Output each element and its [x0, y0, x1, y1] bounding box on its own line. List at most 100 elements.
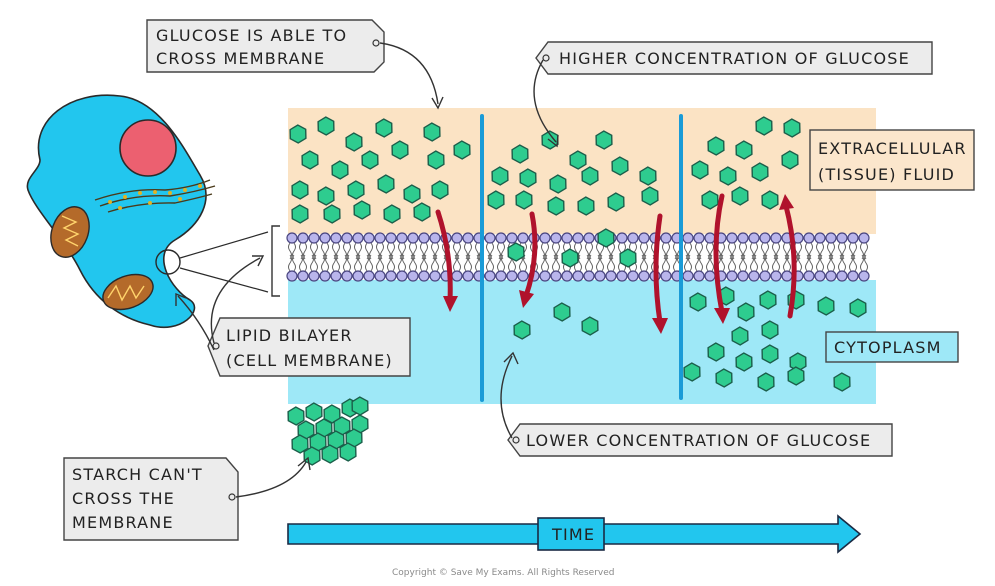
- glucose-molecule: [561, 248, 579, 268]
- phospholipid-head: [352, 232, 364, 244]
- phospholipid-head: [308, 270, 320, 282]
- phospholipid-head: [319, 232, 331, 244]
- glucose-molecule: [751, 162, 769, 182]
- phospholipid-head: [704, 232, 716, 244]
- phospholipid-head: [550, 270, 562, 282]
- glucose-molecule: [423, 122, 441, 142]
- glucose-molecule: [719, 166, 737, 186]
- glucose-molecule: [607, 192, 625, 212]
- phospholipid-head: [396, 232, 408, 244]
- glucose-movement-arrows: [435, 193, 797, 334]
- phospholipid-head: [616, 270, 628, 282]
- nucleus: [119, 119, 177, 177]
- phospholipid-head: [660, 270, 672, 282]
- glucose-molecule: [581, 316, 599, 336]
- glucose-molecule: [331, 160, 349, 180]
- phospholipid-head: [737, 270, 749, 282]
- phospholipid-head: [638, 270, 650, 282]
- phospholipid-head: [330, 270, 342, 282]
- phospholipid-head: [517, 232, 529, 244]
- phospholipid-head: [341, 270, 353, 282]
- glucose-molecule: [377, 174, 395, 194]
- phospholipid-head: [297, 232, 309, 244]
- glucose-molecule: [569, 150, 587, 170]
- phospholipid-head: [726, 232, 738, 244]
- starch-label: STARCH CAN'T CROSS THE MEMBRANE: [63, 456, 311, 541]
- phospholipid-head: [858, 270, 870, 282]
- phospholipid-head: [506, 270, 518, 282]
- phospholipid-head: [484, 232, 496, 244]
- glucose-molecule: [431, 180, 449, 200]
- glucose-molecule: [345, 132, 363, 152]
- glucose-molecule: [833, 372, 851, 392]
- magnified-region-circle: [155, 249, 181, 275]
- starch-line-3: MEMBRANE: [72, 513, 174, 532]
- phospholipid-head: [605, 270, 617, 282]
- glucose-molecule: [783, 118, 801, 138]
- phospholipid-head: [462, 270, 474, 282]
- cytoplasm-text: CYTOPLASM: [834, 338, 942, 357]
- phospholipid-head: [627, 232, 639, 244]
- phospholipid-head: [495, 232, 507, 244]
- phospholipid-head: [759, 270, 771, 282]
- phospholipid-head: [539, 270, 551, 282]
- glucose-molecule: [737, 302, 755, 322]
- copyright-notice: Copyright © Save My Exams. All Rights Re…: [392, 568, 614, 578]
- glucose-molecule: [701, 190, 719, 210]
- starch-unit: [305, 402, 323, 422]
- glucose-molecule: [707, 136, 725, 156]
- phospholipid-head: [803, 270, 815, 282]
- glucose-molecule: [731, 326, 749, 346]
- glucose-molecule: [383, 204, 401, 224]
- glucose-molecule: [581, 166, 599, 186]
- mitochondrion-2: [102, 273, 154, 311]
- lower-concentration-text: LOWER CONCENTRATION OF GLUCOSE: [526, 431, 871, 450]
- phospholipid-head: [451, 232, 463, 244]
- glucose-molecule: [413, 202, 431, 222]
- glucose-molecule: [487, 190, 505, 210]
- glucose-molecule: [761, 190, 779, 210]
- cytoplasm-label: CYTOPLASM: [825, 331, 959, 363]
- glucose-molecule: [361, 150, 379, 170]
- phospholipid-head: [704, 270, 716, 282]
- starch-line-1: STARCH CAN'T: [72, 465, 203, 484]
- phospholipid-head: [814, 232, 826, 244]
- glucose-molecule: [353, 200, 371, 220]
- glucose-molecule: [715, 368, 733, 388]
- phospholipid-head: [660, 232, 672, 244]
- starch-unit: [339, 442, 357, 462]
- glucose-molecule: [317, 186, 335, 206]
- glucose-molecule: [577, 196, 595, 216]
- glucose-molecule: [787, 366, 805, 386]
- glucose-molecule: [515, 190, 533, 210]
- glucose-molecule: [731, 186, 749, 206]
- magnify-line-bottom: [179, 267, 269, 293]
- glucose-molecule: [761, 320, 779, 340]
- phospholipid-head: [693, 270, 705, 282]
- endoplasmic-reticulum: [94, 179, 216, 213]
- glucose-molecule: [759, 290, 777, 310]
- glucose-molecules: [289, 116, 867, 392]
- glucose-molecule: [289, 124, 307, 144]
- glucose-cross-line-2: CROSS MEMBRANE: [156, 49, 325, 68]
- phospholipid-head: [341, 232, 353, 244]
- time-label: TIME: [551, 525, 595, 544]
- glucose-molecule: [595, 130, 613, 150]
- phospholipid-head: [429, 232, 441, 244]
- glucose-molecule: [781, 150, 799, 170]
- extracellular-line-2: (TISSUE) FLUID: [818, 165, 955, 184]
- glucose-molecule: [553, 302, 571, 322]
- phospholipid-head: [770, 270, 782, 282]
- phospholipid-head: [330, 232, 342, 244]
- phospholipid-head: [748, 232, 760, 244]
- extracellular-label: EXTRACELLULAR (TISSUE) FLUID: [809, 129, 975, 191]
- glucose-molecule: [291, 180, 309, 200]
- phospholipid-head: [616, 232, 628, 244]
- phospholipid-head: [572, 270, 584, 282]
- glucose-molecule: [547, 196, 565, 216]
- glucose-molecule: [549, 174, 567, 194]
- glucose-molecule: [491, 166, 509, 186]
- phospholipid-head: [396, 270, 408, 282]
- glucose-molecule: [507, 242, 525, 262]
